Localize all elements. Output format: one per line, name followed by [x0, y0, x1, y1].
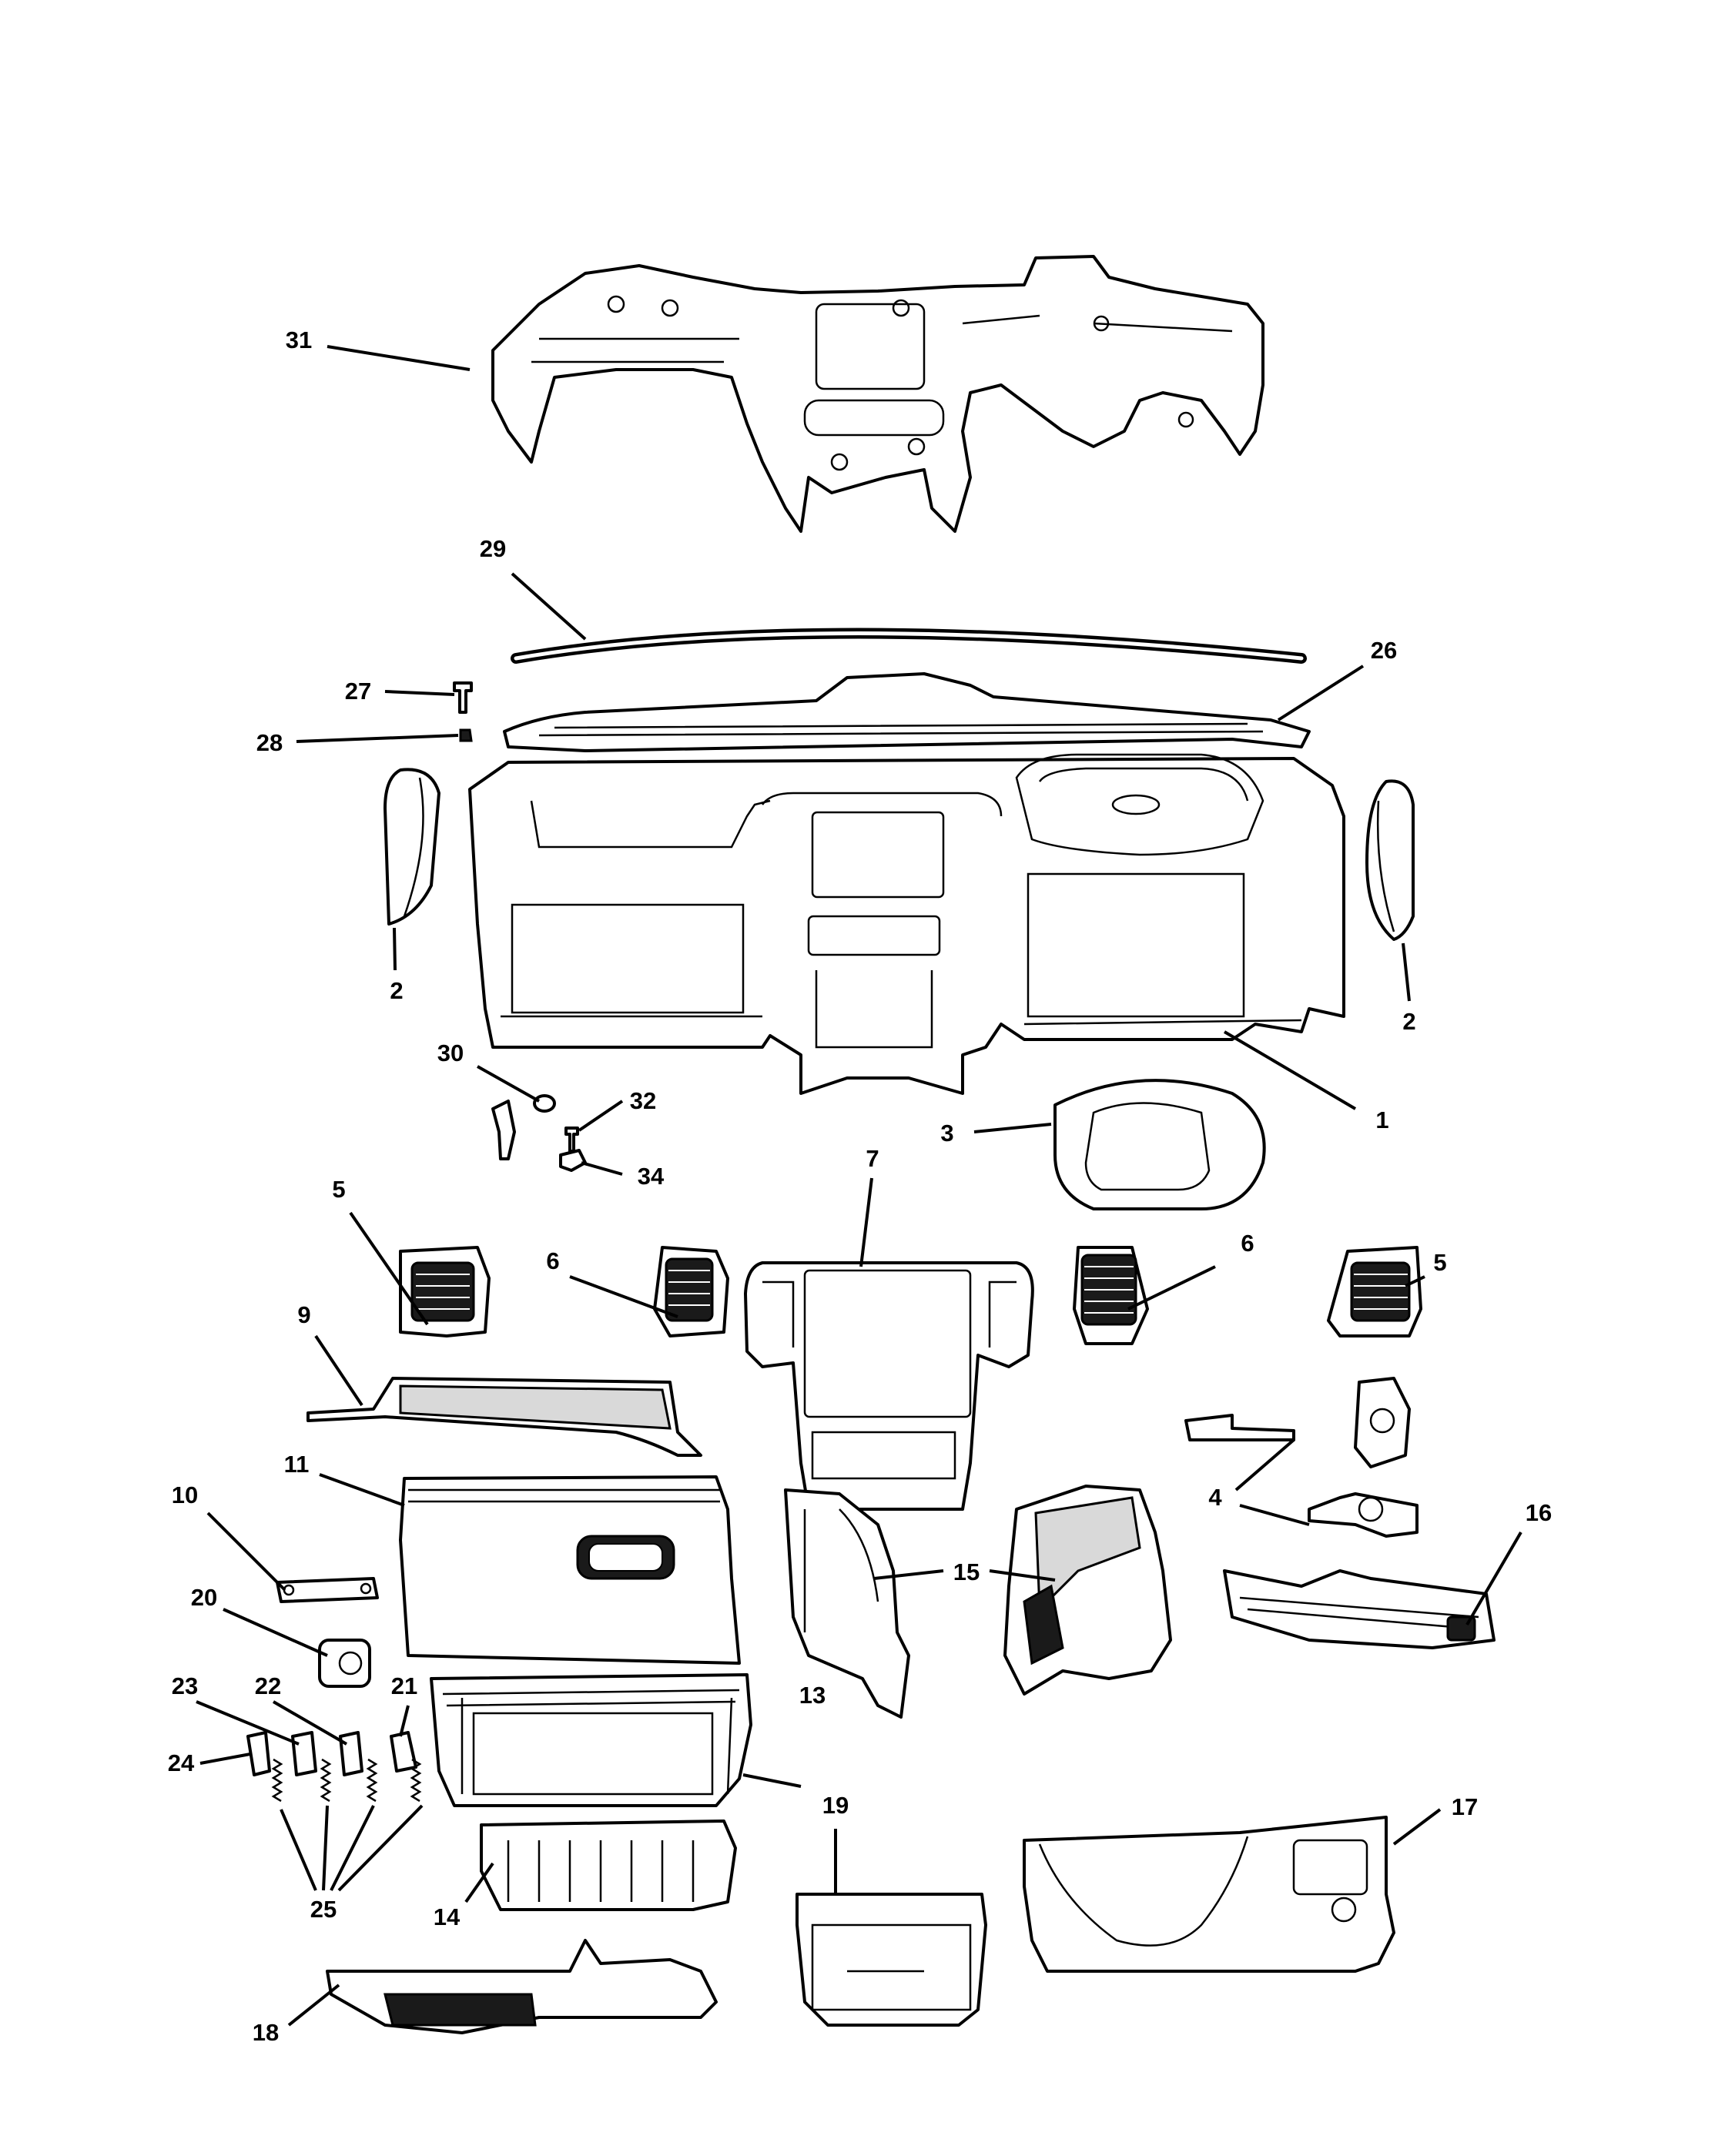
callout-5-left: 5	[332, 1176, 345, 1203]
callout-11: 11	[284, 1451, 310, 1478]
callout-2-left: 2	[390, 977, 403, 1004]
callout-10: 10	[172, 1481, 198, 1508]
part-34-nut	[559, 1149, 587, 1172]
part-24-hinge-clip-d	[246, 1731, 271, 1776]
callout-21: 21	[391, 1672, 417, 1699]
part-25-springs	[271, 1758, 422, 1803]
callout-3: 3	[940, 1120, 953, 1147]
part-30-plug	[491, 1094, 556, 1160]
callout-6-left: 6	[546, 1247, 559, 1274]
part-3-cluster-bezel	[1053, 1079, 1266, 1210]
part-6-center-outlet-left	[653, 1246, 729, 1337]
callout-9: 9	[297, 1301, 310, 1328]
callout-27: 27	[345, 678, 371, 705]
part-31-crossmember	[491, 255, 1264, 533]
callout-6-right: 6	[1241, 1230, 1254, 1257]
callout-24: 24	[168, 1749, 195, 1776]
callout-19: 19	[822, 1792, 849, 1819]
callout-26: 26	[1371, 637, 1397, 664]
callout-34: 34	[638, 1163, 665, 1190]
callout-18: 18	[253, 2019, 279, 2046]
part-6-center-outlet-right	[1073, 1246, 1149, 1345]
part-2-end-cap-left	[384, 768, 440, 926]
callout-14: 14	[434, 1903, 461, 1930]
callout-15: 15	[953, 1558, 980, 1585]
part-26-defroster-panel	[503, 672, 1311, 752]
callout-30: 30	[437, 1040, 464, 1066]
part-15-console-side-right	[1003, 1485, 1172, 1696]
callout-28: 28	[256, 729, 283, 756]
part-21-hinge-clip-c	[390, 1731, 417, 1773]
callout-1: 1	[1375, 1106, 1388, 1133]
callout-5-right: 5	[1433, 1249, 1446, 1276]
callout-13: 13	[799, 1682, 826, 1709]
part-7-center-bezel	[744, 1261, 1034, 1511]
part-19-storage-bin	[796, 1893, 987, 2027]
part-16-lower-trim	[1223, 1569, 1496, 1649]
callout-20: 20	[191, 1584, 217, 1611]
part-10-striker	[276, 1577, 379, 1603]
part-28-clip	[459, 728, 473, 742]
part-1-instrument-panel	[468, 753, 1345, 1095]
part-18-lower-cover	[326, 1939, 718, 2034]
part-29-seal-strip	[511, 628, 1307, 664]
part-32-screw-small	[564, 1127, 579, 1153]
part-22-hinge-clip-b	[339, 1731, 363, 1776]
callout-31: 31	[286, 326, 312, 353]
callout-23: 23	[172, 1672, 198, 1699]
part-23-hinge-clip-a	[291, 1731, 317, 1776]
callout-32: 32	[630, 1087, 656, 1114]
leader-lines	[196, 345, 1522, 2027]
part-17-knee-bolster	[1023, 1816, 1395, 1973]
part-5-outlet-right	[1327, 1246, 1422, 1337]
part-11-glove-box-door	[399, 1475, 741, 1665]
callout-2-right: 2	[1402, 1008, 1415, 1035]
callout-25: 25	[310, 1896, 337, 1923]
callout-16: 16	[1526, 1499, 1552, 1526]
part-4-bracket	[1184, 1377, 1419, 1538]
callout-7: 7	[866, 1145, 879, 1172]
part-20-latch	[318, 1639, 371, 1688]
part-15-console-side-left	[784, 1488, 910, 1719]
part-5-outlet-left	[399, 1246, 491, 1337]
callout-4: 4	[1208, 1484, 1222, 1511]
part-14-glove-box-liner	[480, 1820, 737, 1911]
callout-29: 29	[480, 535, 506, 562]
callout-labels: 31 29 26 27 28 2 2 1 30 32 34 3 5 5 6 6 …	[168, 326, 1552, 2046]
part-13-glove-box-bin	[430, 1673, 752, 1807]
callout-22: 22	[255, 1672, 281, 1699]
part-2-end-cap-right	[1365, 779, 1415, 941]
callout-17: 17	[1452, 1793, 1478, 1820]
part-27-screw	[453, 681, 473, 714]
part-9-trim-panel	[306, 1377, 702, 1457]
